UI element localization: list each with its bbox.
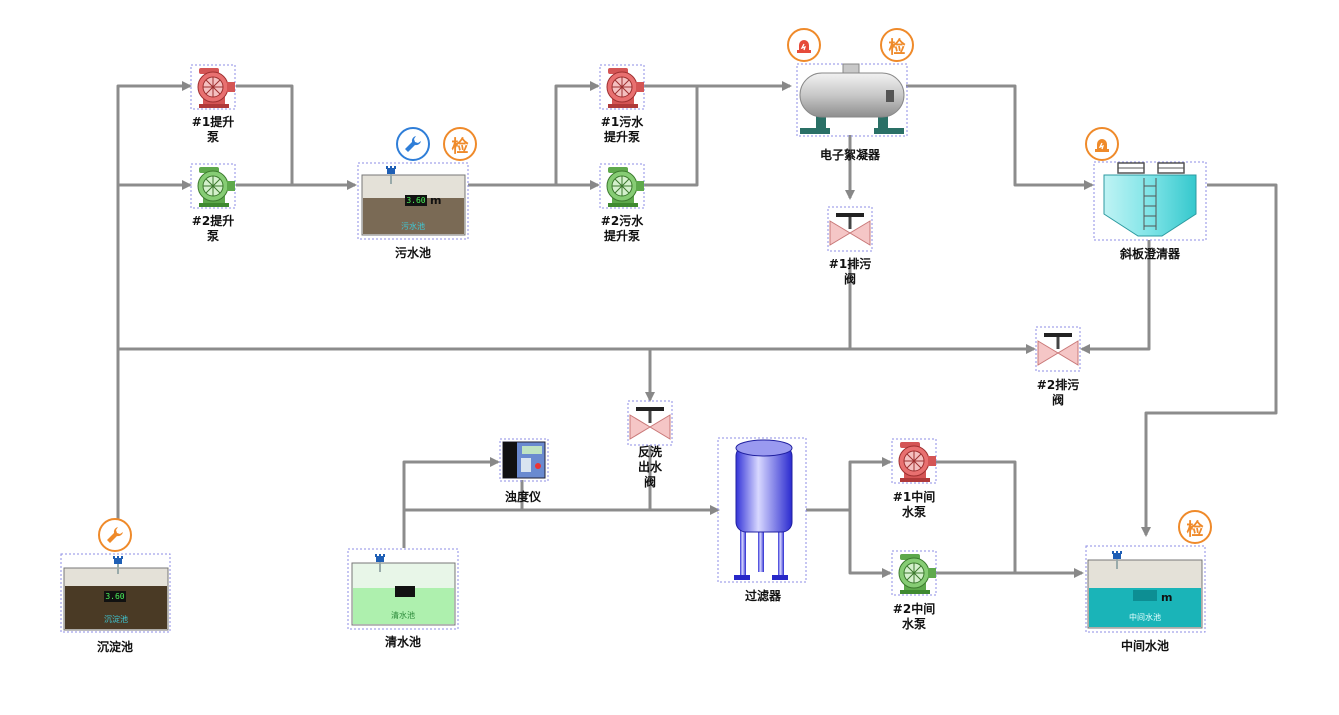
sewage-level-unit: m — [430, 194, 442, 207]
pipe — [848, 262, 1036, 354]
filter-icon[interactable] — [717, 437, 807, 583]
lift-pump-2-icon[interactable] — [190, 163, 236, 209]
pipe — [402, 457, 500, 548]
drain-valve-2-icon[interactable] — [1035, 326, 1081, 372]
sewage-tank-maintenance-button[interactable] — [396, 127, 430, 161]
coagulator-label: 电子絮凝器 — [819, 148, 881, 162]
clear-water-tank-inner-title: 清水池 — [391, 611, 415, 620]
sewage-lift-pump-1-icon[interactable] — [599, 64, 645, 110]
backwash-valve-icon[interactable] — [627, 400, 673, 446]
drain-valve-1-icon[interactable] — [827, 206, 873, 252]
pipe — [936, 460, 1017, 573]
middle-water-tank-label: 中间水池 — [1120, 639, 1170, 653]
sediment-tank-label: 沉淀池 — [96, 640, 134, 654]
drain-valve-1-label: #1排污 阀 — [828, 257, 872, 286]
pipe — [468, 81, 600, 187]
drain-valve-2-label: #2排污 阀 — [1036, 378, 1080, 407]
sewage-lift-pump-2-icon[interactable] — [599, 163, 645, 209]
clear-water-level-readout — [395, 586, 415, 597]
coagulator-inspect-button[interactable]: 检 — [880, 28, 914, 62]
pipe — [848, 510, 892, 578]
filter-label: 过滤器 — [744, 589, 782, 603]
clear-water-tank-label: 清水池 — [384, 635, 422, 649]
sediment-tank-inner-title: 沉淀池 — [104, 615, 128, 624]
pipe — [116, 81, 192, 535]
middle-water-tank-inspect-button[interactable]: 检 — [1178, 510, 1212, 544]
pipe — [906, 84, 1094, 190]
middle-water-level-unit: m — [1161, 591, 1173, 604]
alarm-icon — [1095, 139, 1109, 152]
sewage-tank-inspect-button[interactable]: 检 — [443, 127, 477, 161]
middle-water-tank-inner-title: 中间水池 — [1129, 613, 1161, 622]
sediment-level-readout: 3.60 — [104, 591, 126, 602]
sewage-tank-inner-title: 污水池 — [401, 222, 425, 231]
wrench-icon — [107, 527, 123, 543]
middle-water-pump-2-label: #2中间 水泵 — [892, 602, 936, 631]
middle-water-pump-1-label: #1中间 水泵 — [892, 490, 936, 519]
clarifier-label: 斜板澄清器 — [1119, 247, 1181, 261]
sewage-lift-pump-1-label: #1污水 提升泵 — [600, 115, 644, 144]
clarifier-icon[interactable] — [1093, 161, 1207, 241]
middle-water-pump-1-icon[interactable] — [891, 438, 937, 484]
lift-pump-1-label: #1提升 泵 — [191, 115, 235, 144]
pipe — [806, 457, 892, 512]
pipe — [236, 84, 294, 185]
pipes — [116, 81, 1278, 578]
sediment-tank-maintenance-button[interactable] — [98, 518, 132, 552]
sewage-tank-label: 污水池 — [394, 246, 432, 260]
turbidimeter-label: 浊度仪 — [504, 490, 542, 504]
middle-water-level-readout — [1133, 590, 1157, 601]
turbidimeter-icon[interactable] — [499, 438, 549, 482]
lift-pump-2-label: #2提升 泵 — [191, 214, 235, 243]
sewage-lift-pump-2-label: #2污水 提升泵 — [600, 214, 644, 243]
pipe — [1141, 183, 1278, 537]
lift-pump-1-icon[interactable] — [190, 64, 236, 110]
alarm-icon — [797, 40, 811, 53]
coagulator-alarm-button[interactable] — [787, 28, 821, 62]
middle-water-pump-2-icon[interactable] — [891, 550, 937, 596]
sewage-level-readout: 3.60 — [405, 195, 427, 206]
clarifier-alarm-button[interactable] — [1085, 127, 1119, 161]
backwash-valve-label: 反洗 出水 阀 — [637, 445, 663, 489]
coagulator-icon[interactable] — [796, 63, 908, 137]
pipe — [644, 86, 699, 187]
wrench-icon — [405, 136, 421, 152]
pipe — [1080, 240, 1151, 354]
